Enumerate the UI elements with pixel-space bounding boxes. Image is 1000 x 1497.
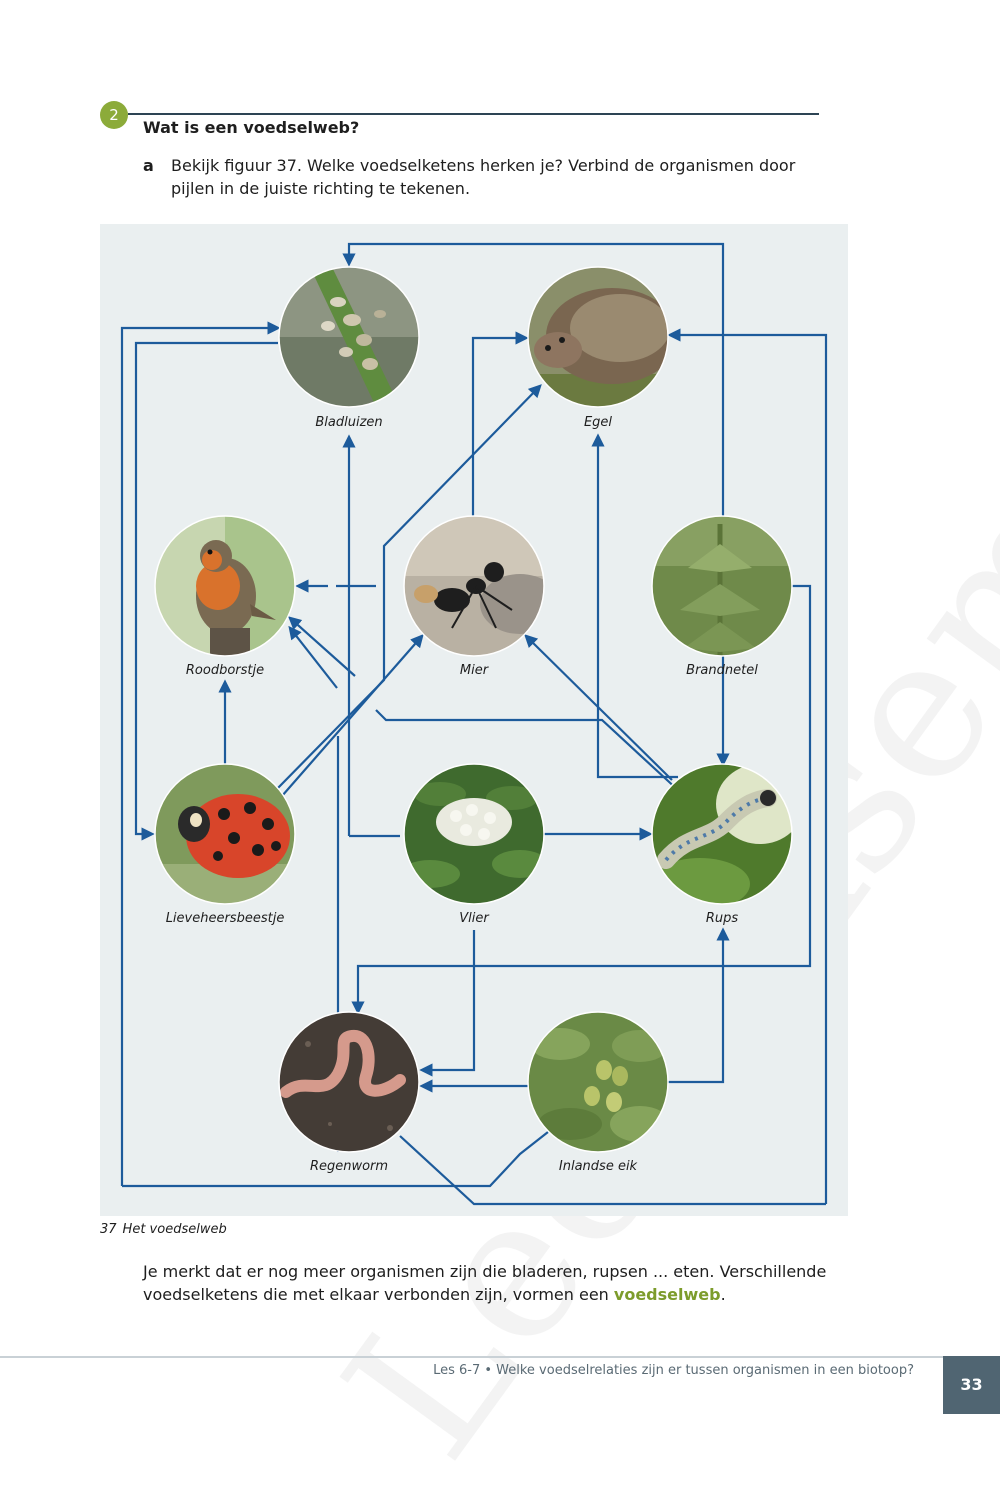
bladluizen-frame (278, 266, 420, 408)
footer-rule (0, 1356, 1000, 1358)
arrow-to-roodborstje-1 (288, 625, 338, 689)
label-mier: Mier (459, 663, 489, 678)
question-rule (128, 113, 819, 115)
label-brandnetel: Brandnetel (686, 663, 758, 678)
roodborstje-photo (155, 516, 295, 656)
label-roodborstje: Roodborstje (185, 663, 265, 678)
question-number-badge: 2 (100, 101, 128, 129)
inlandse-eik-frame (527, 1011, 669, 1153)
arrow-rups-mier (524, 634, 673, 781)
arrow-rups-left (375, 709, 681, 793)
inlandse-eik-photo (528, 1012, 668, 1152)
arrow-right-loop-egel (667, 328, 828, 1204)
arrow-lines (120, 242, 828, 1206)
sub-question-instruction: Bekijk figuur 37. Welke voedselketens he… (171, 156, 796, 198)
figure-caption: 37 Het voedselweb (100, 1222, 227, 1237)
label-rups: Rups (705, 911, 739, 926)
mier-frame (403, 515, 545, 657)
vlier-frame (403, 763, 545, 905)
label-bladluizen: Bladluizen (315, 415, 383, 430)
arrow-brandnetel-regenworm (351, 584, 812, 1015)
egel-frame (527, 266, 669, 408)
arrow-lieveheersbeestje-mier (281, 634, 424, 797)
egel-photo (528, 267, 668, 407)
brandnetel-frame (651, 515, 793, 657)
arrow-mier-egel (471, 331, 529, 516)
food-web-diagram (120, 242, 828, 1206)
question-title: Wat is een voedselweb? (143, 118, 360, 137)
regenworm-frame (278, 1011, 420, 1153)
label-inlandse-eik: Inlandse eik (558, 1159, 638, 1174)
arrow-eik-rups (668, 927, 730, 1084)
regenworm-photo (279, 1012, 419, 1152)
body-paragraph: Je merkt dat er nog meer organismen zijn… (143, 1260, 843, 1306)
page-number: 33 (943, 1356, 1000, 1414)
body-highlight-term: voedselweb (613, 1285, 721, 1304)
vlier-photo (404, 764, 544, 904)
rups-frame (651, 763, 793, 905)
food-web-figure: Bladluizen Egel Roodborstje Mier Brandne… (100, 224, 848, 1216)
roodborstje-frame (154, 515, 296, 657)
body-text-after: . (720, 1285, 726, 1304)
arrow-to-roodborstje-2 (288, 616, 356, 677)
arrow-bottom-right-loop (399, 1135, 826, 1206)
body-text-before: Je merkt dat er nog meer organismen zijn… (143, 1262, 827, 1304)
figure-caption-text: Het voedselweb (122, 1222, 227, 1237)
figure-number: 37 (100, 1222, 117, 1237)
mier-photo (404, 516, 544, 656)
arrow-bladluizen-lieveheersbeestje (134, 341, 278, 841)
arrow-bottom-loop (122, 1131, 549, 1188)
sub-question-letter: a (143, 156, 154, 175)
arrow-rups-egel (591, 433, 678, 779)
rups-photo (652, 764, 792, 904)
label-vlier: Vlier (459, 911, 489, 926)
label-lieveheersbeestje: Lieveheersbeestje (165, 911, 285, 926)
arrow-brandnetel-bladluizen (342, 242, 725, 519)
footer-lesson-title: Les 6-7 • Welke voedselrelaties zijn er … (433, 1363, 914, 1378)
arrow-lieveheersbeestje-egel (275, 384, 542, 791)
lieveheersbeestje-frame (154, 763, 296, 905)
arrow-left-loop-bladluizen (120, 321, 281, 1186)
label-regenworm: Regenworm (309, 1159, 389, 1174)
arrow-vlier-regenworm (419, 930, 476, 1077)
label-egel: Egel (583, 415, 613, 430)
